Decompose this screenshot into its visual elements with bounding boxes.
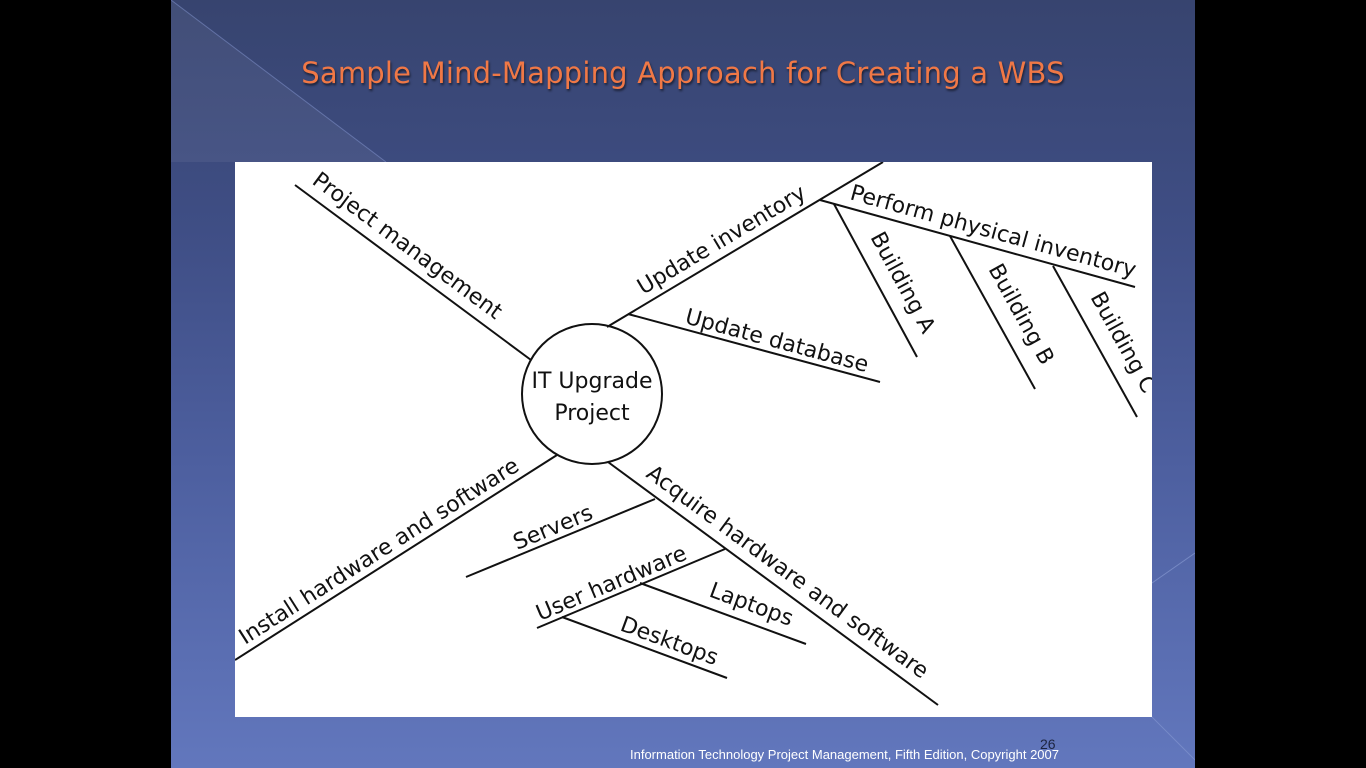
center-node-label-line1: IT Upgrade [532, 369, 653, 394]
branch-line-user-hardware [536, 548, 726, 629]
branch-line-project-management [294, 184, 532, 361]
slide-title: Sample Mind-Mapping Approach for Creatin… [301, 56, 1065, 90]
node-project-management: Project management [307, 168, 507, 325]
center-node: IT Upgrade Project [521, 323, 663, 465]
branch-line-building-c [1052, 265, 1138, 418]
slide-footer: Information Technology Project Managemen… [630, 747, 1059, 762]
branch-line-servers [465, 498, 656, 578]
node-update-inventory: Update inventory [633, 181, 810, 300]
branch-line-acquire-hardware-and-software [607, 461, 939, 706]
branch-line-desktops [561, 616, 728, 679]
branch-line-update-inventory [606, 162, 884, 328]
node-install-hardware-and-software: Install hardware and software [235, 453, 524, 650]
slide-background-decoration [171, 0, 1195, 761]
mind-map-diagram: IT Upgrade Project Project management Up… [235, 162, 1152, 717]
center-node-label-line2: Project [554, 401, 630, 426]
slide-number: 26 [1040, 736, 1056, 752]
node-desktops: Desktops [617, 612, 722, 671]
node-user-hardware: User hardware [533, 541, 691, 626]
branch-line-update-database [627, 313, 881, 383]
node-update-database: Update database [682, 305, 871, 378]
branch-line-install-hardware-and-software [235, 454, 558, 661]
branch-line-laptops [639, 582, 807, 645]
branch-line-building-b [949, 235, 1036, 390]
branch-line-perform-physical-inventory [819, 199, 1136, 288]
node-servers: Servers [510, 501, 597, 556]
branch-line-building-a [833, 203, 918, 358]
